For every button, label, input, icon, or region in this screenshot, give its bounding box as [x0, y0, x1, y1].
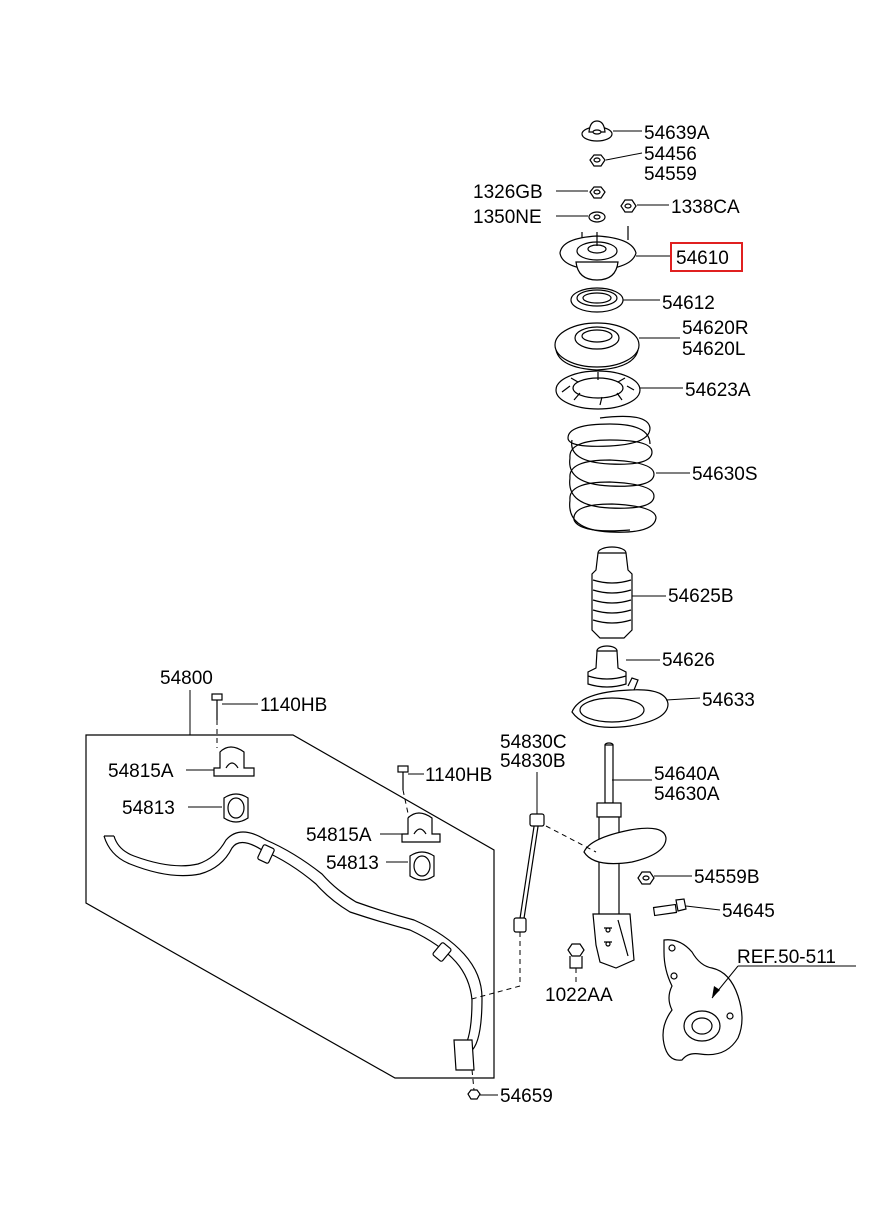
part-54813-a-drawing[interactable] — [223, 793, 249, 823]
part-54456-drawing[interactable] — [589, 154, 606, 167]
part-54813-b-drawing[interactable] — [409, 851, 435, 881]
part-54659-drawing[interactable] — [467, 1089, 481, 1100]
part-54610-drawing[interactable] — [559, 226, 637, 281]
label-54640A[interactable]: 54640A — [654, 764, 720, 785]
label-54815A-a[interactable]: 54815A — [108, 761, 174, 782]
stabilizer-group-frame — [85, 734, 495, 1079]
part-54559B-drawing[interactable] — [637, 871, 655, 885]
part-1326GB-drawing[interactable] — [589, 186, 606, 199]
label-1140HB-b[interactable]: 1140HB — [425, 765, 492, 786]
label-54456[interactable]: 54456 — [644, 144, 697, 165]
knuckle-drawing[interactable] — [662, 939, 743, 1061]
label-54830B[interactable]: 54830B — [500, 751, 566, 772]
label-54830C[interactable]: 54830C — [500, 732, 567, 753]
label-54620R[interactable]: 54620R — [682, 318, 749, 339]
part-1140HB-b-drawing[interactable] — [397, 765, 409, 790]
part-54612-drawing[interactable] — [570, 287, 624, 313]
label-1140HB-a[interactable]: 1140HB — [260, 695, 327, 716]
part-54620-drawing[interactable] — [554, 322, 640, 371]
part-54626-drawing[interactable] — [587, 645, 627, 688]
part-54639A-drawing[interactable] — [581, 120, 613, 142]
part-1140HB-a-drawing[interactable] — [211, 693, 223, 720]
label-1022AA[interactable]: 1022AA — [545, 985, 613, 1006]
label-54626[interactable]: 54626 — [662, 650, 715, 671]
label-54800[interactable]: 54800 — [160, 668, 213, 689]
label-54815A-b[interactable]: 54815A — [306, 825, 372, 846]
part-54640A-drawing[interactable] — [583, 742, 667, 969]
highlight-box — [670, 242, 743, 272]
part-1350NE-drawing[interactable] — [588, 211, 606, 223]
label-54633[interactable]: 54633 — [702, 690, 755, 711]
label-54559B[interactable]: 54559B — [694, 867, 760, 888]
part-54633-drawing[interactable] — [571, 677, 669, 728]
label-54559[interactable]: 54559 — [644, 164, 697, 185]
label-54623A[interactable]: 54623A — [685, 380, 751, 401]
part-54815A-a-drawing[interactable] — [213, 746, 255, 777]
label-54639A[interactable]: 54639A — [644, 123, 710, 144]
part-54630S-drawing[interactable] — [567, 415, 657, 533]
part-54815A-b-drawing[interactable] — [401, 812, 441, 843]
label-54813-b[interactable]: 54813 — [326, 853, 379, 874]
label-ref-50-511[interactable]: REF.50-511 — [737, 947, 836, 968]
label-54612[interactable]: 54612 — [662, 293, 715, 314]
label-1350NE[interactable]: 1350NE — [473, 207, 542, 228]
label-54813-a[interactable]: 54813 — [122, 798, 175, 819]
label-54630A[interactable]: 54630A — [654, 784, 720, 805]
label-54625B[interactable]: 54625B — [668, 586, 734, 607]
label-1338CA[interactable]: 1338CA — [671, 197, 740, 218]
part-1022AA-drawing[interactable] — [567, 943, 585, 969]
part-54645-drawing[interactable] — [652, 898, 687, 917]
label-54610[interactable]: 54610 — [676, 248, 729, 269]
label-54620L[interactable]: 54620L — [682, 339, 745, 360]
part-54800-bar-drawing[interactable] — [103, 831, 483, 1071]
part-1338CA-drawing[interactable] — [620, 199, 637, 213]
part-54830-link-drawing[interactable] — [513, 813, 545, 933]
part-54623A-drawing[interactable] — [555, 370, 641, 410]
label-54659[interactable]: 54659 — [500, 1086, 553, 1107]
part-54625B-drawing[interactable] — [591, 546, 633, 639]
label-54645[interactable]: 54645 — [722, 901, 775, 922]
label-1326GB[interactable]: 1326GB — [473, 182, 543, 203]
label-54630S[interactable]: 54630S — [692, 464, 758, 485]
